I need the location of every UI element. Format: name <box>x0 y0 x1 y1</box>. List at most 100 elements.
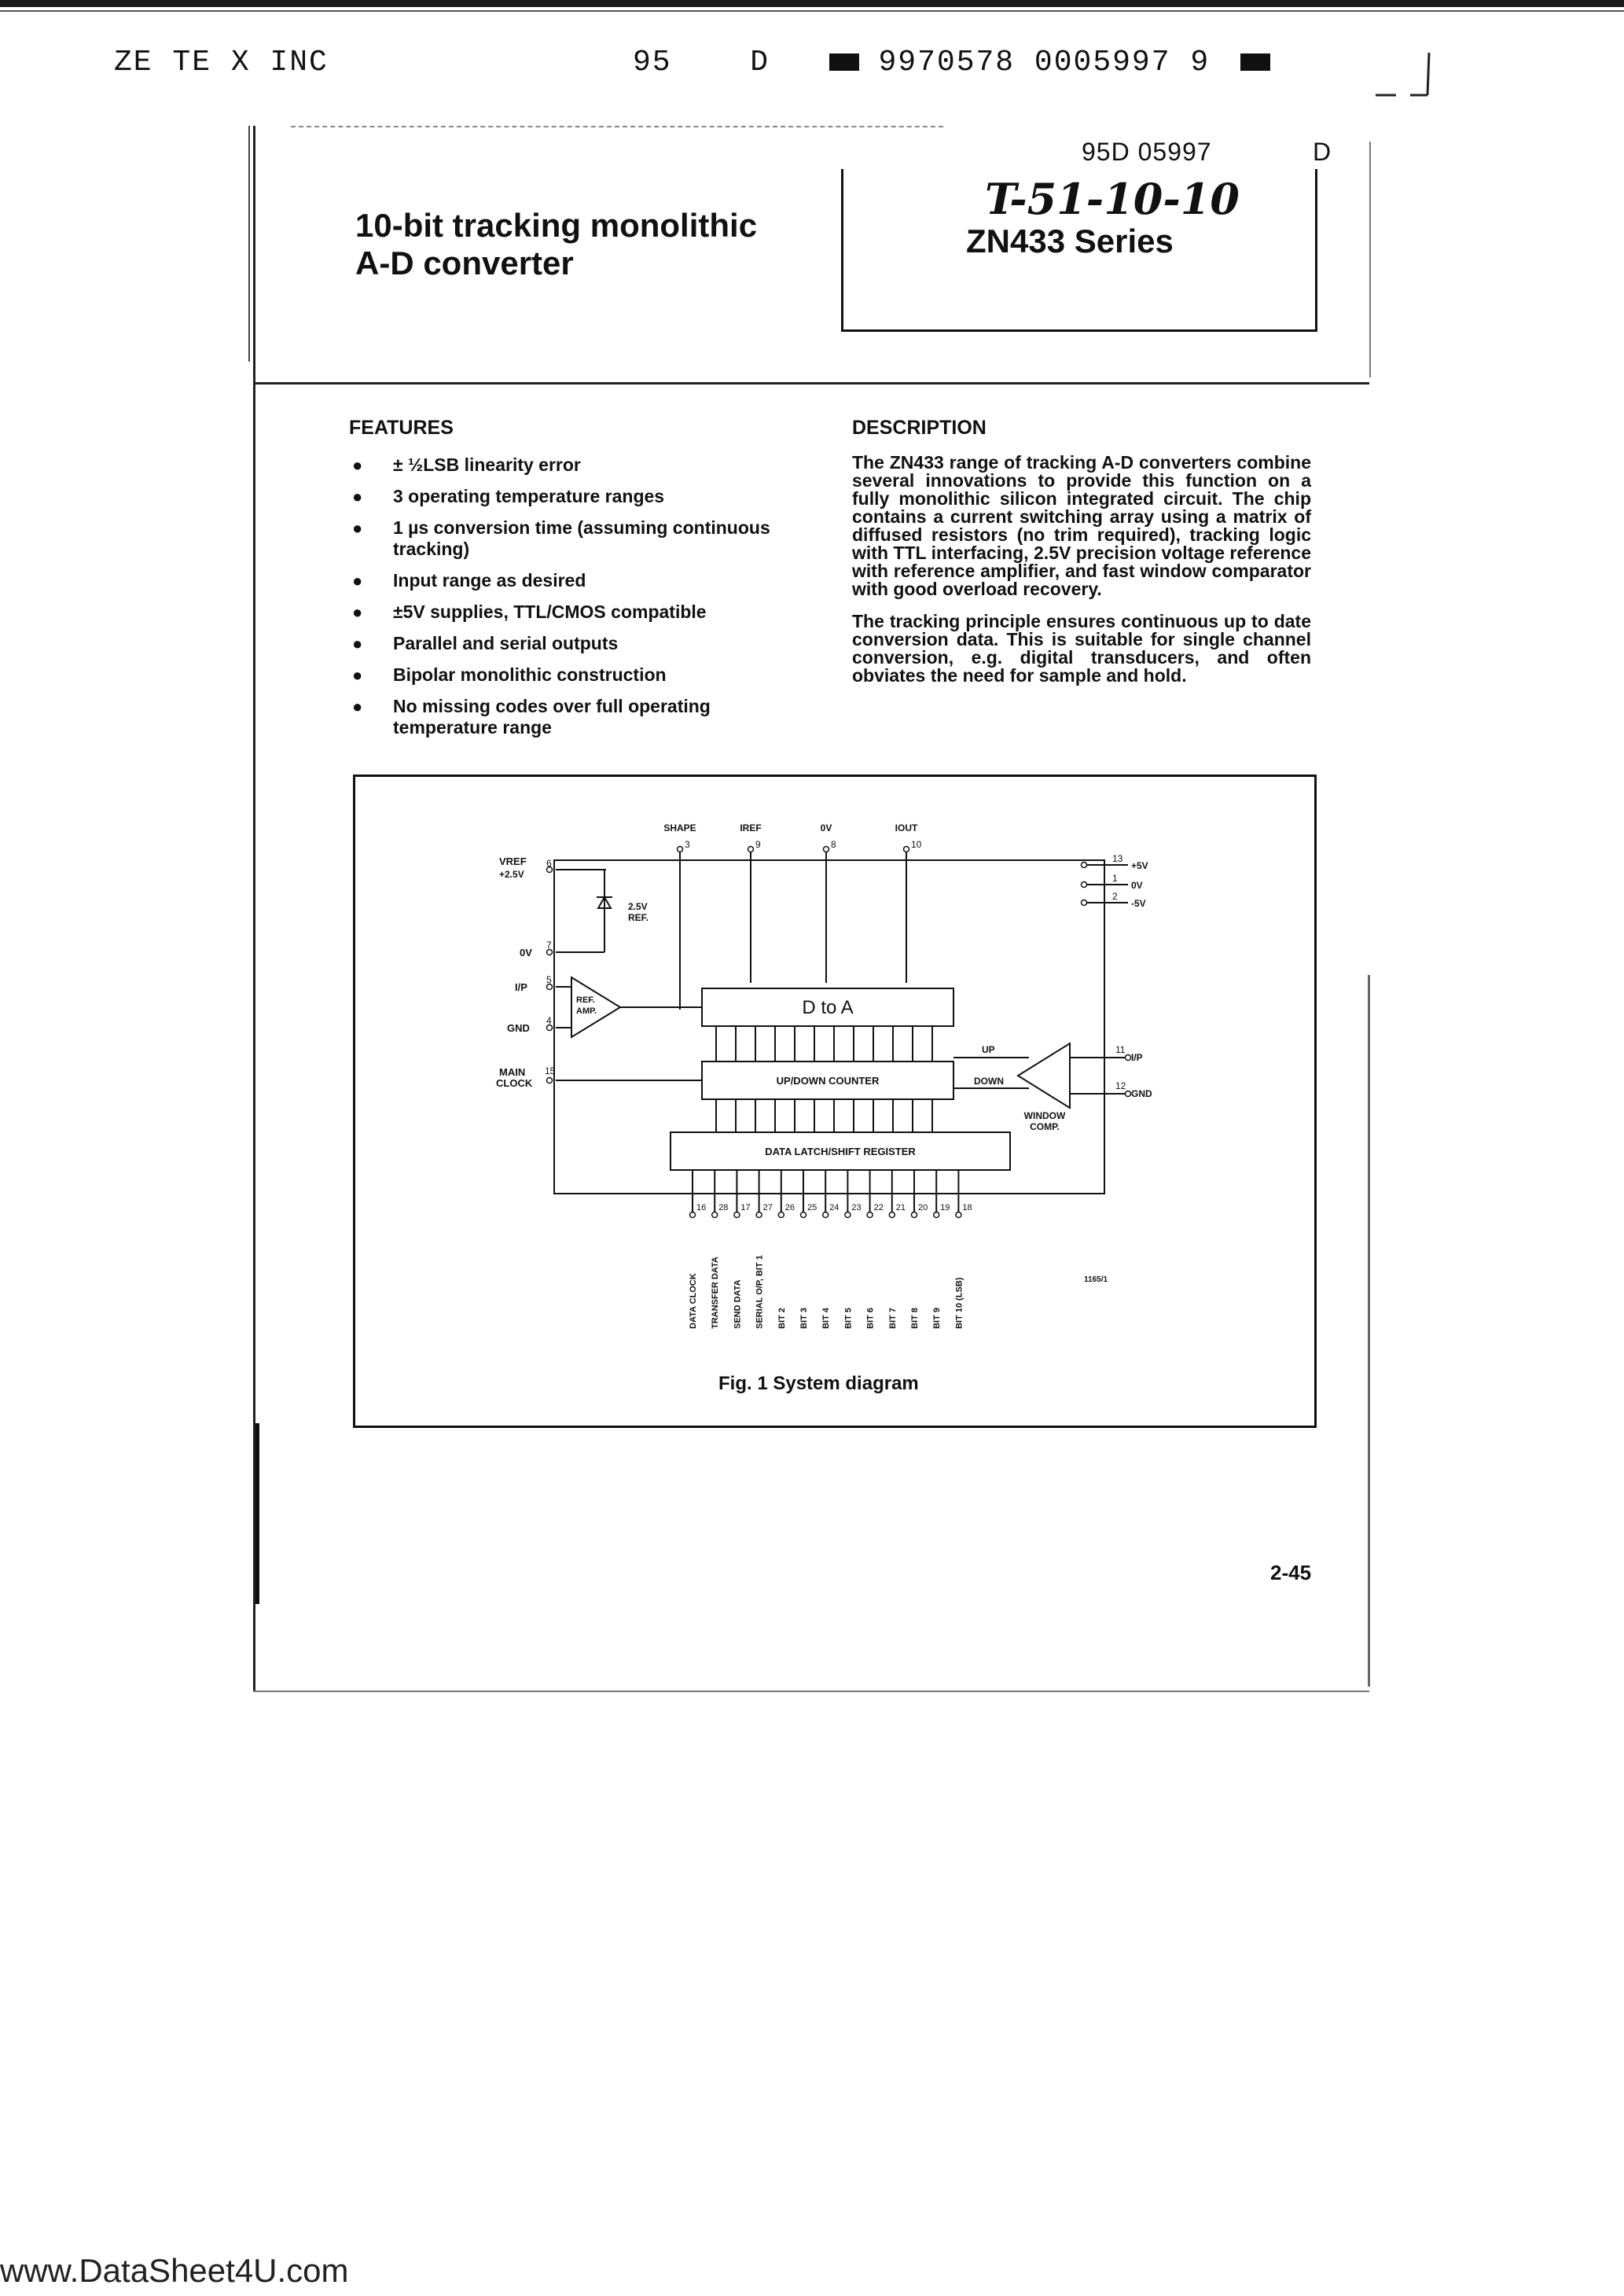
system-diagram-frame <box>353 775 1317 1428</box>
top-pin-number: 8 <box>831 839 836 850</box>
comp-gnd-label: GND <box>1131 1088 1152 1099</box>
section-rule <box>253 382 1369 385</box>
pin-terminal <box>902 845 910 853</box>
header-code-3: 9970578 0005997 9 <box>878 46 1211 79</box>
right-pin-label: +5V <box>1131 860 1148 871</box>
comparator-label: COMP. <box>1030 1121 1060 1132</box>
pin-number: 7 <box>546 940 552 951</box>
dac-label: D to A <box>802 997 853 1018</box>
bottom-pin-number: 23 <box>851 1203 861 1212</box>
feature-item: Input range as desired <box>352 570 808 591</box>
zener-label: 2.5V <box>628 901 648 912</box>
pin-terminal <box>546 1024 553 1032</box>
redaction-block <box>1240 53 1270 71</box>
bottom-pin-number: 18 <box>962 1203 972 1212</box>
pin-terminal <box>844 1211 851 1219</box>
features-list: ± ½LSB linearity error 3 operating temper… <box>352 454 808 749</box>
page-frame-left <box>253 126 255 1691</box>
pin-number: 11 <box>1115 1044 1126 1055</box>
bottom-pin-number: 19 <box>940 1203 950 1212</box>
pin-terminal <box>711 1211 718 1219</box>
figure-code: 1165/1 <box>1084 1275 1108 1284</box>
comparator-label: WINDOW <box>1024 1110 1066 1121</box>
top-pin-label: IREF <box>740 822 761 833</box>
scan-mark <box>255 1423 259 1604</box>
right-pin-number: 1 <box>1112 873 1118 884</box>
pin-terminal <box>866 1211 873 1219</box>
pin-terminal <box>546 866 553 874</box>
bottom-pin-number: 25 <box>807 1203 817 1212</box>
diagram-caption: Fig. 1 System diagram <box>718 1373 919 1394</box>
system-diagram: SHAPE3IREF90V8IOUT1013+5V10V2-5VVREF+2.5… <box>496 822 1152 1329</box>
feature-item: Parallel and serial outputs <box>352 633 808 654</box>
bottom-pin-label: BIT 6 <box>866 1308 876 1329</box>
pin-terminal <box>747 845 755 853</box>
description-body: The ZN433 range of tracking A-D converte… <box>852 454 1311 699</box>
top-pin-label: IOUT <box>895 822 918 833</box>
header-code-2: D <box>750 46 770 79</box>
pin-terminal <box>822 845 830 853</box>
header-code-1: 95 <box>633 46 672 79</box>
top-pin-label: SHAPE <box>663 822 696 833</box>
description-para-1: The ZN433 range of tracking A-D converte… <box>852 452 1311 599</box>
feature-item: ±5V supplies, TTL/CMOS compatible <box>352 602 808 623</box>
pin-terminal <box>910 1211 918 1219</box>
bottom-pin-number: 28 <box>718 1203 728 1212</box>
pin-terminal <box>546 1076 553 1084</box>
pin-terminal <box>1080 881 1088 889</box>
ip-label: I/P <box>515 981 527 993</box>
page-number: 2-45 <box>1270 1561 1312 1584</box>
feature-item: Bipolar monolithic construction <box>352 664 808 686</box>
bottom-pin-label: BIT 3 <box>799 1308 809 1329</box>
pin-terminal <box>733 1211 740 1219</box>
pin-terminal <box>546 983 553 991</box>
pin-terminal <box>689 1211 696 1219</box>
features-heading: FEATURES <box>349 417 454 439</box>
bottom-pin-label: SERIAL O/P, BIT 1 <box>755 1255 765 1329</box>
pin-terminal <box>1080 861 1088 869</box>
ref-letter: D <box>1313 138 1332 166</box>
description-heading: DESCRIPTION <box>852 417 987 439</box>
top-pin-number: 9 <box>755 839 761 850</box>
bottom-pin-label: BIT 2 <box>777 1308 787 1329</box>
pin-number: 5 <box>546 974 552 985</box>
page-title: 10-bit tracking monolithic A-D converter <box>355 207 757 282</box>
top-pin-number: 3 <box>685 839 690 850</box>
corner-mark <box>1376 52 1431 97</box>
top-border-thin <box>0 10 1624 12</box>
chip-outline <box>553 859 1105 1194</box>
vref-value: +2.5V <box>499 869 524 880</box>
series-box: T-51-10-10 ZN433 Series <box>841 169 1317 332</box>
title-line-1: 10-bit tracking monolithic <box>355 207 758 244</box>
feature-item: 3 operating temperature ranges <box>352 486 808 507</box>
clock-label: MAIN <box>499 1066 525 1078</box>
feature-item: ± ½LSB linearity error <box>352 454 808 476</box>
bottom-pin-number: 27 <box>763 1203 773 1212</box>
company-name: ZE TE X INC <box>114 46 329 79</box>
scan-header: ZE TE X INC <box>114 46 329 79</box>
description-para-2: The tracking principle ensures continuou… <box>852 611 1311 686</box>
scan-code: 95 D 9970578 0005997 9 <box>633 46 1270 79</box>
bottom-pin-label: BIT 4 <box>821 1307 831 1329</box>
top-pin-label: 0V <box>821 822 832 833</box>
up-label: UP <box>982 1044 995 1055</box>
ref-number: 95D 05997 <box>1082 138 1212 166</box>
bottom-pin-number: 22 <box>874 1203 884 1212</box>
bottom-pin-number: 24 <box>829 1203 839 1212</box>
handwritten-code: T-51-10-10 <box>985 174 1240 224</box>
scan-rule <box>291 126 943 127</box>
gnd-label: GND <box>507 1022 530 1034</box>
bottom-pin-number: 21 <box>896 1203 906 1212</box>
dac-block <box>701 988 954 1027</box>
bottom-pin-number: 26 <box>785 1203 795 1212</box>
page-frame-right <box>1368 975 1370 1687</box>
vref-label: VREF <box>499 855 527 867</box>
title-line-2: A-D converter <box>355 245 574 281</box>
clock-label: CLOCK <box>496 1077 533 1089</box>
top-pin-number: 10 <box>911 839 922 850</box>
right-pin-label: -5V <box>1131 898 1146 909</box>
feature-item: No missing codes over full operating tem… <box>352 696 808 738</box>
amp-label: REF. <box>576 995 595 1005</box>
series-name: ZN433 Series <box>966 223 1174 259</box>
pin-terminal <box>777 1211 785 1219</box>
